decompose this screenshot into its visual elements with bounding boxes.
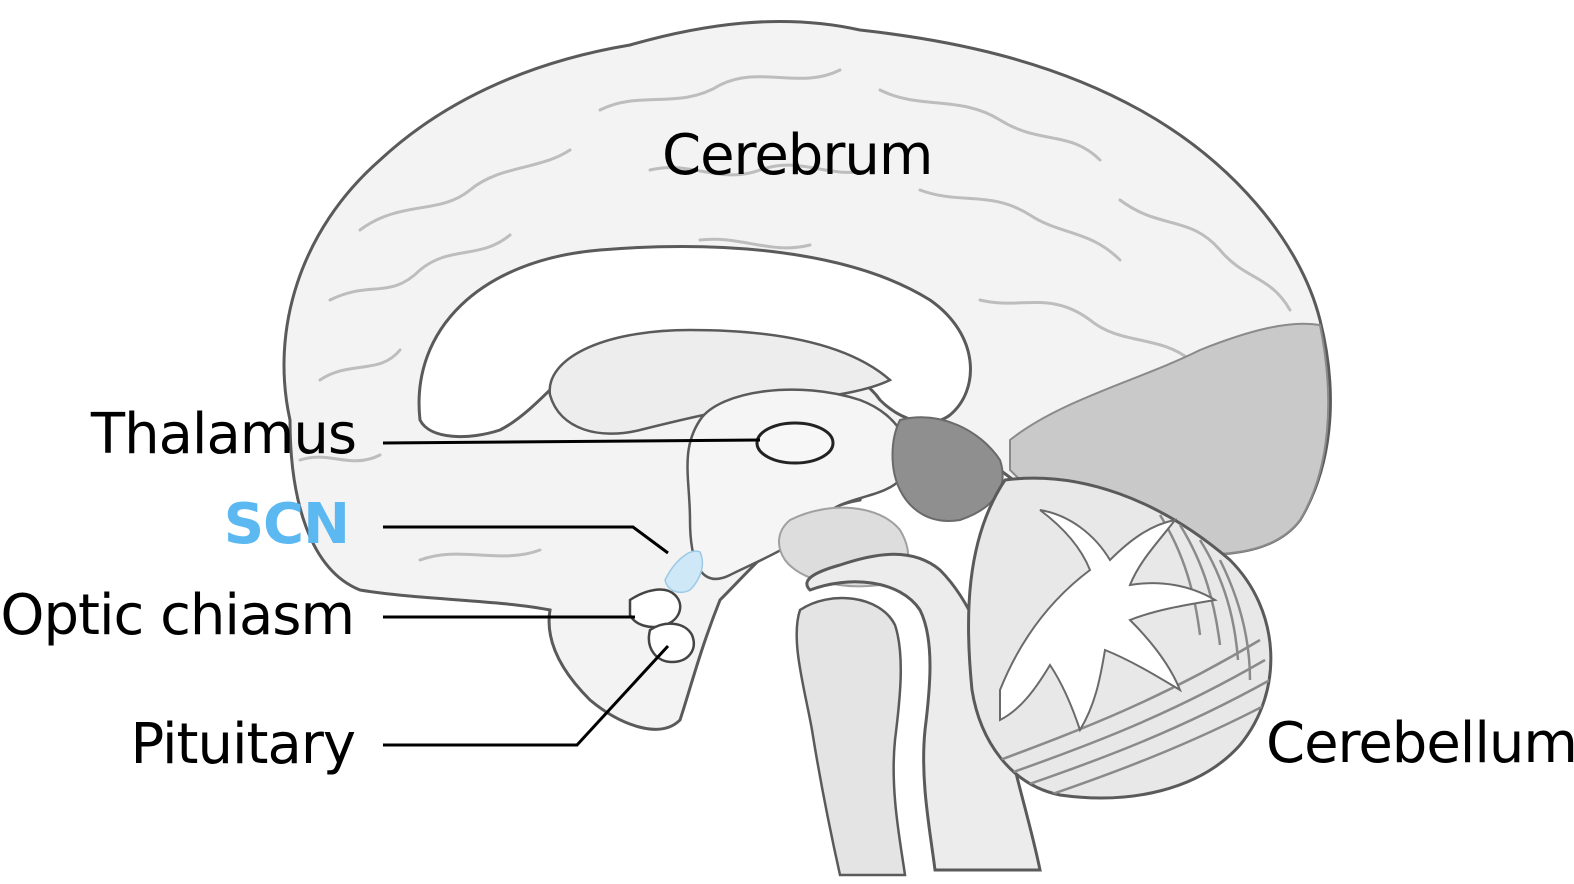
leader-lines xyxy=(382,438,761,747)
arbor-vitae xyxy=(999,509,1218,733)
pituitary-leader xyxy=(383,644,670,747)
optic-chiasm-label: Optic chiasm xyxy=(0,583,355,648)
gyri-lines xyxy=(298,68,1292,562)
ventricle xyxy=(548,328,893,435)
pituitary-shape xyxy=(647,622,695,664)
brainstem xyxy=(805,552,1042,872)
cerebellum-label: Cerebellum xyxy=(1266,711,1574,776)
optic-chiasm-shape xyxy=(628,588,682,629)
thalamus-label: Thalamus xyxy=(90,402,357,467)
thalamus-leader xyxy=(382,438,761,445)
midbrain-dark-region xyxy=(891,416,1004,522)
scn-highlight xyxy=(664,550,704,593)
pituitary-label: Pituitary xyxy=(130,712,356,777)
scn-leader xyxy=(383,525,669,555)
thalamus-shape xyxy=(755,421,835,465)
brainstem-front xyxy=(795,596,907,877)
cerebrum-label: Cerebrum xyxy=(662,123,933,188)
scn-label: SCN xyxy=(223,492,350,557)
